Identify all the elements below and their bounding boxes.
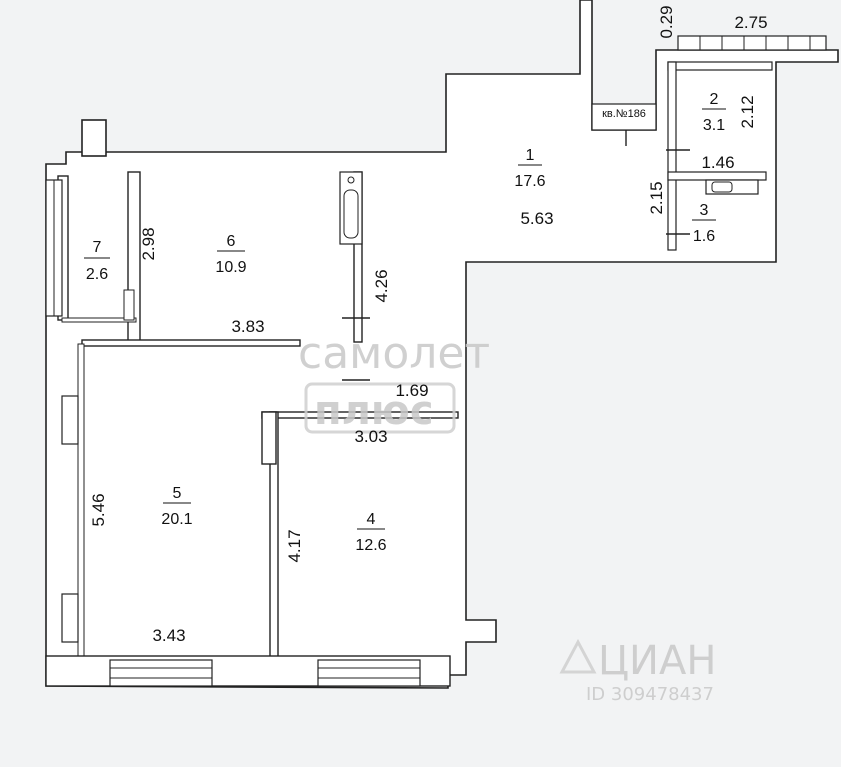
dimension-labels: 0.29 2.75 2.12 1.46 2.15 5.63 2.98 4.26 … — [89, 5, 768, 645]
watermark-cian-id: ID 309478437 — [586, 684, 714, 705]
dim-4-26: 4.26 — [372, 269, 391, 302]
room3-number: 3 — [700, 202, 709, 219]
room5-area: 20.1 — [161, 511, 192, 528]
window-top-strip — [677, 35, 827, 51]
room7-number: 7 — [93, 239, 102, 256]
fixtures — [123, 130, 759, 381]
cian-logo-icon — [559, 638, 597, 674]
room3-area: 1.6 — [693, 228, 715, 245]
outer-walls — [45, 0, 839, 689]
room2-area: 3.1 — [703, 117, 725, 134]
bathtub-basin — [343, 189, 359, 239]
wall-2-3 — [667, 171, 767, 181]
dim-3-83: 3.83 — [231, 317, 264, 336]
room5-number: 5 — [173, 485, 182, 502]
dim-2-98: 2.98 — [139, 227, 158, 260]
room1-number: 1 — [526, 147, 535, 164]
dim-5-63: 5.63 — [520, 209, 553, 228]
wall-bath-left — [667, 61, 677, 251]
dim-0-29: 0.29 — [657, 5, 676, 38]
wall-7-bottom — [61, 317, 137, 323]
watermark: самолет плюс ЦИАН ID 309478437 — [298, 328, 716, 705]
watermark-brand-bottom: плюс — [314, 388, 434, 434]
dim-1-69: 1.69 — [395, 381, 428, 400]
dim-1-46: 1.46 — [701, 153, 734, 172]
drain-icon — [347, 176, 355, 184]
room1-area: 17.6 — [514, 173, 545, 190]
wall-6-bottom — [81, 339, 301, 347]
room4-number: 4 — [367, 511, 376, 528]
radiator-icon — [123, 289, 135, 321]
windows — [45, 35, 827, 687]
room-labels: 1 17.6 2 3.1 3 1.6 4 12.6 5 20.1 6 10.9 … — [84, 91, 726, 554]
watermark-cian: ЦИАН — [598, 638, 716, 684]
wall-4-5-stub — [261, 411, 277, 465]
room7-area: 2.6 — [86, 266, 108, 283]
dim-2-12: 2.12 — [738, 95, 757, 128]
apartment-interior — [62, 62, 764, 674]
shaft-block — [591, 103, 657, 131]
room4-area: 12.6 — [355, 537, 386, 554]
dim-5-46: 5.46 — [89, 493, 108, 526]
dim-2-15: 2.15 — [647, 181, 666, 214]
window-room5-left-bottom — [61, 593, 79, 643]
dim-3-03: 3.03 — [354, 427, 387, 446]
wall-5-left-inner — [77, 343, 85, 661]
wall-bath-top — [667, 61, 773, 71]
room2-number: 2 — [710, 91, 719, 108]
room6-number: 6 — [227, 233, 236, 250]
shaft-label: кв.№186 — [602, 108, 646, 120]
window-room4-bottom — [317, 659, 421, 687]
dim-2-75: 2.75 — [734, 13, 767, 32]
left-protrusion — [81, 119, 107, 157]
window-room5-left-top — [61, 395, 79, 445]
room6-area: 10.9 — [215, 259, 246, 276]
watermark-box — [304, 382, 456, 434]
window-room5-bottom — [109, 659, 213, 687]
watermark-brand-top: самолет — [298, 328, 490, 379]
dim-3-43: 3.43 — [152, 626, 185, 645]
dim-4-17: 4.17 — [285, 529, 304, 562]
sink-basin — [711, 181, 733, 193]
